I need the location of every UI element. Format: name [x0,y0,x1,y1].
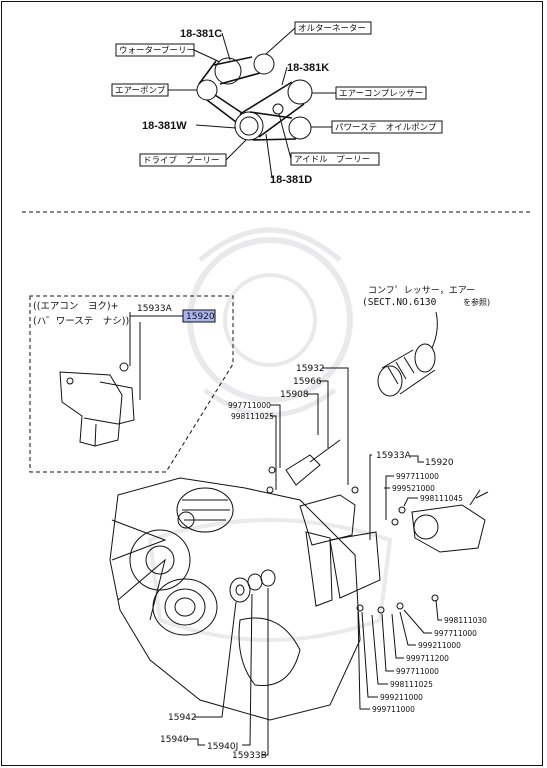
belt-d-path [249,111,297,141]
part-998111025-b[interactable]: 998111025 [390,680,433,689]
inset-line2: (ハ゜ワーステ ナシ)) [33,316,129,327]
belt-c-path [213,56,261,85]
part-15933a[interactable]: 15933A [376,451,412,461]
inset-border [29,295,234,473]
leader [281,66,288,86]
part-999211000-b[interactable]: 999211000 [380,693,423,702]
note-line2-suffix: を参照) [463,297,490,307]
drive-pulley-label: ドライブ プーリー [143,155,220,166]
note-line2[interactable]: (SECT.NO.6130 [362,297,437,308]
callouts: 15932 15966 15908 997711000 998111025 15… [160,364,487,761]
drive-pulley-inner [239,116,259,136]
leader [369,454,372,540]
power-steering-label: パワーステ オイルポンプ [335,123,437,133]
part-15940j[interactable]: 15940J [207,742,238,752]
leader [221,32,231,61]
leader [357,599,442,710]
leader [306,393,319,435]
engine-drawing [109,439,489,721]
power-steering-pulley [288,116,312,140]
leader [410,455,424,463]
part-998111025-a[interactable]: 998111025 [231,412,274,421]
alternator-label: オルターネーター [298,24,366,34]
part-999521000[interactable]: 999521000 [392,484,435,493]
part-997711000-a[interactable]: 997711000 [228,401,271,410]
leader [225,139,247,161]
part-998111045[interactable]: 998111045 [420,494,463,503]
inset-bracket [59,362,135,447]
leader [270,404,281,490]
leader [242,593,253,746]
idler-pulley [272,103,284,115]
air-pump-label: エアーポンプ [115,86,166,96]
leader [195,124,237,129]
compressor-hose [377,343,436,397]
leader [186,738,205,746]
part-997711000-c[interactable]: 997711000 [434,629,477,638]
idler-pulley-label: アイドル プーリー [294,155,370,165]
part-15966[interactable]: 15966 [293,377,322,387]
belt-k-path [239,81,305,138]
part-15942[interactable]: 15942 [168,713,197,723]
part-997711000-b[interactable]: 997711000 [396,472,439,481]
leader [431,311,438,349]
part-999711200[interactable]: 999711200 [406,654,449,663]
water-pump-pulley [214,57,242,85]
leader [193,49,221,63]
part-997711000-d[interactable]: 997711000 [396,667,439,676]
belt-label-d: 18-381D [270,174,312,186]
part-15920[interactable]: 15920 [425,458,454,468]
part-999711000[interactable]: 999711000 [372,705,415,714]
belt-label-w: 18-381W [142,120,187,132]
belt-w-path [198,60,243,123]
belt-label-c: 18-381C [180,28,222,40]
inset-part-15933a[interactable]: 15933A [137,304,173,314]
leader [384,475,418,520]
belt-label-k: 18-381K [287,62,329,74]
alternator-pulley [253,53,275,75]
leader [265,27,296,55]
drive-pulley [234,111,264,141]
inset-line1: ((エアコン ヨク)+ [33,301,119,312]
water-pump-label: ウォーターブーリー [119,45,195,56]
watermark-logo [147,227,393,642]
part-999211000-a[interactable]: 999211000 [418,641,461,650]
ac-compressor-pulley [287,79,313,105]
part-15908[interactable]: 15908 [280,390,309,400]
belt-diagram: 18-381C 18-381K 18-381W 18-381D オルターネーター… [111,21,443,186]
part-15932[interactable]: 15932 [296,364,325,374]
part-998111030[interactable]: 998111030 [444,616,487,625]
leader [278,113,292,160]
part-15940[interactable]: 15940 [160,735,189,745]
note-line1: コンフ゜レッサー，エアー [368,285,475,296]
inset-part-15920[interactable]: 15920 [186,312,215,322]
leader [262,588,269,756]
leader [265,133,273,179]
part-15933b[interactable]: 15933B [232,751,267,761]
leader [319,380,329,448]
leader [194,601,237,718]
ac-compressor-label: エアーコンプレッサー [339,89,423,99]
inset-panel: ((エアコン ヨク)+ (ハ゜ワーステ ナシ)) 15933A 15920 [29,295,234,473]
leader [322,367,349,485]
